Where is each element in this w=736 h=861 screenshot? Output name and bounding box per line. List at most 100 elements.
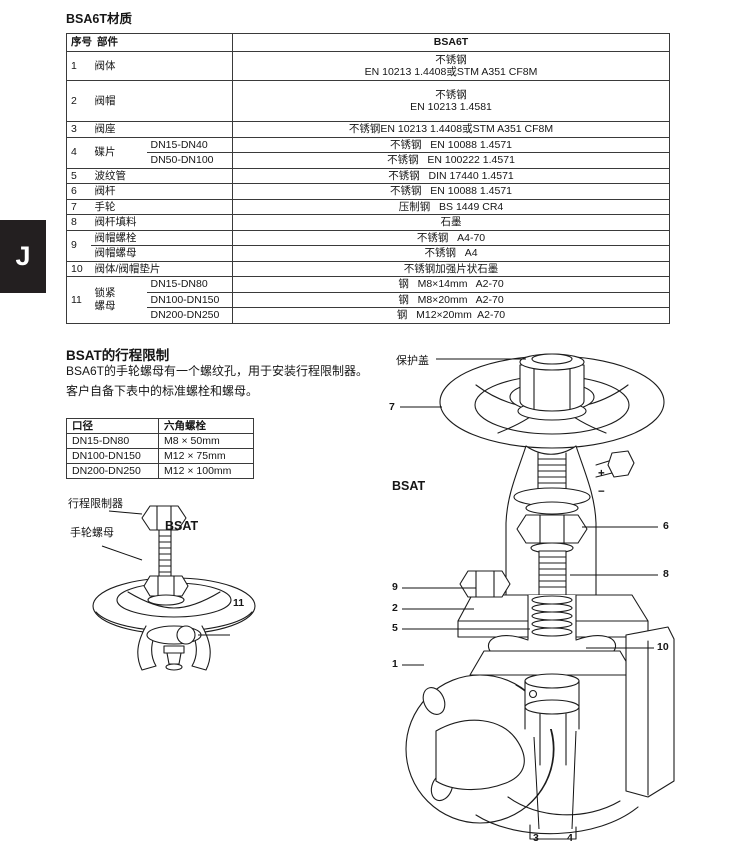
callout-11: 11	[233, 597, 245, 609]
bolt-size-table: 口径 六角螺栓 DN15-DN80 M8 × 50mm DN100-DN150 …	[66, 418, 254, 479]
table-row: 5 波纹管 不锈钢 DIN 17440 1.4571	[66, 167, 670, 184]
leader-lines	[400, 358, 658, 830]
cell-value: 钢 M8×20mm A2-70	[232, 291, 670, 308]
cell-value: 压制钢 BS 1449 CR4	[232, 198, 670, 215]
label-travel-limiter: 行程限制器	[68, 498, 123, 510]
cell-no: 3	[66, 121, 91, 137]
cell-value: 钢 M12×20mm A2-70	[232, 307, 670, 323]
cell-size: DN200-DN250	[66, 463, 159, 479]
limiter-clamp	[137, 625, 211, 671]
table-header-row: 序号部件 BSA6T	[66, 33, 670, 52]
table-row: 1 阀体 不锈钢 EN 10213 1.4408或STM A351 CF8M	[66, 51, 670, 81]
plus-mark: +	[598, 468, 605, 480]
col-header-part: 部件	[97, 36, 118, 49]
table-row: 阀帽螺母 不锈钢 A4	[67, 245, 670, 261]
handwheel-limiter-illustration	[92, 505, 256, 671]
cell-value: 不锈钢 EN 10088 1.4571	[232, 183, 670, 199]
materials-table: 序号部件 BSA6T 1 阀体 不锈钢 EN 10213 1.4408或STM …	[66, 33, 670, 324]
cell-no: 9	[66, 229, 91, 261]
cell-value: 石墨	[232, 214, 670, 230]
cell-value: 不锈钢 EN 100222 1.4571	[232, 152, 670, 168]
table-row: DN100-DN150 M12 × 75mm	[66, 448, 254, 464]
callout-3: 3	[533, 832, 539, 844]
col-header-no: 序号	[71, 36, 92, 49]
table-row: 11 锁紧 螺母 DN15-DN80 钢 M8×14mm A2-70	[66, 276, 670, 323]
valve-stem	[538, 550, 567, 596]
cell-no: 8	[66, 214, 91, 230]
cell-value: 不锈钢 A4-70	[232, 229, 670, 246]
cell-size: DN50-DN100	[146, 152, 233, 168]
table-row: DN15-DN80 M8 × 50mm	[66, 433, 254, 449]
materials-title: BSA6T材质	[66, 12, 132, 26]
table-row: 9 阀帽螺栓 不锈钢 A4-70	[66, 229, 670, 261]
table-row: 8 阀杆填料 石墨	[66, 214, 670, 230]
cell-part: 锁紧 螺母	[90, 276, 147, 323]
table-row: 3 阀座 不锈钢EN 10213 1.4408或STM A351 CF8M	[66, 121, 670, 137]
table-row: DN200-DN250 钢 M12×20mm A2-70	[67, 307, 670, 323]
cell-part: 阀座	[90, 121, 233, 137]
cell-size: DN15-DN80	[66, 433, 159, 449]
cell-size: DN100-DN150	[146, 291, 233, 308]
table-row: DN100-DN150 钢 M8×20mm A2-70	[67, 291, 670, 308]
table-row: 2 阀帽 不锈钢 EN 10213 1.4581	[66, 80, 670, 122]
figure-travel-limiter: 行程限制器 手轮螺母 BSAT 11	[62, 494, 312, 690]
table-row: 6 阀杆 不锈钢 EN 10088 1.4571	[66, 183, 670, 199]
gland-nut	[513, 487, 591, 554]
cell-no: 6	[66, 183, 91, 199]
header-part-cell: 序号部件	[66, 33, 233, 52]
cell-no: 10	[66, 260, 91, 277]
table-header-row: 口径 六角螺栓	[66, 418, 254, 434]
cell-bolt: M12 × 75mm	[158, 448, 254, 464]
minus-mark: −	[598, 486, 605, 498]
cell-part: 手轮	[90, 198, 233, 215]
label-model-bsat: BSAT	[165, 519, 199, 533]
cell-part: 阀帽螺母	[90, 245, 233, 261]
col-header-bolt: 六角螺栓	[158, 418, 254, 434]
cell-bolt: M8 × 50mm	[158, 433, 254, 449]
callout-1: 1	[392, 658, 398, 670]
cell-size: DN200-DN250	[146, 307, 233, 323]
cell-no: 4	[66, 136, 91, 168]
callout-9: 9	[392, 581, 398, 593]
cell-no: 1	[66, 51, 91, 81]
cell-no: 11	[66, 276, 91, 323]
limiter-bolt	[141, 505, 189, 606]
col-header-value: BSA6T	[232, 33, 670, 52]
cell-part: 阀杆	[90, 183, 233, 199]
leader-lines	[101, 510, 230, 636]
cell-part: 碟片	[90, 136, 147, 168]
table-row: DN200-DN250 M12 × 100mm	[66, 463, 254, 479]
cell-value: 钢 M8×14mm A2-70	[232, 276, 670, 292]
cell-value: 不锈钢EN 10213 1.4408或STM A351 CF8M	[232, 121, 670, 137]
valve-cross-section-illustration	[400, 353, 675, 840]
label-handwheel-nut: 手轮螺母	[70, 527, 114, 539]
cell-part: 波纹管	[90, 167, 233, 184]
cell-value: 不锈钢 EN 10213 1.4408或STM A351 CF8M	[232, 51, 670, 81]
cell-value: 不锈钢加强片状石墨	[232, 260, 670, 277]
cell-bolt: M12 × 100mm	[158, 463, 254, 479]
label-protective-cap: 保护盖	[396, 355, 429, 367]
callout-2: 2	[392, 602, 398, 614]
cell-value: 不锈钢 EN 10213 1.4581	[232, 80, 670, 122]
table-row: 7 手轮 压制钢 BS 1449 CR4	[66, 198, 670, 215]
travel-limit-heading: BSAT的行程限制	[66, 348, 170, 363]
callout-10: 10	[657, 641, 669, 653]
cell-part: 阀帽螺栓	[90, 229, 233, 246]
figure-valve-cross-section: 保护盖 7 BSAT + − 6 8 9 2 5 10 1 3 4	[380, 345, 690, 861]
cell-part: 阀体/阀帽垫片	[90, 260, 233, 277]
callout-4: 4	[567, 832, 573, 844]
section-index-tab: J	[0, 220, 46, 293]
cell-part: 阀杆填料	[90, 214, 233, 230]
cell-part: 阀帽	[90, 80, 233, 122]
cell-value: 不锈钢 A4	[232, 245, 670, 261]
travel-limit-text-2: 客户自备下表中的标准螺栓和螺母。	[66, 384, 259, 398]
bellows	[527, 594, 577, 640]
travel-limit-text-1: BSA6T的手轮螺母有一个螺纹孔，用于安装行程限制器。	[66, 364, 369, 378]
cell-no: 2	[66, 80, 91, 122]
table-row: 10 阀体/阀帽垫片 不锈钢加强片状石墨	[66, 260, 670, 277]
protective-cap-nut	[517, 353, 587, 421]
callout-8: 8	[663, 568, 669, 580]
callout-6: 6	[663, 520, 669, 532]
cell-size: DN100-DN150	[66, 448, 159, 464]
